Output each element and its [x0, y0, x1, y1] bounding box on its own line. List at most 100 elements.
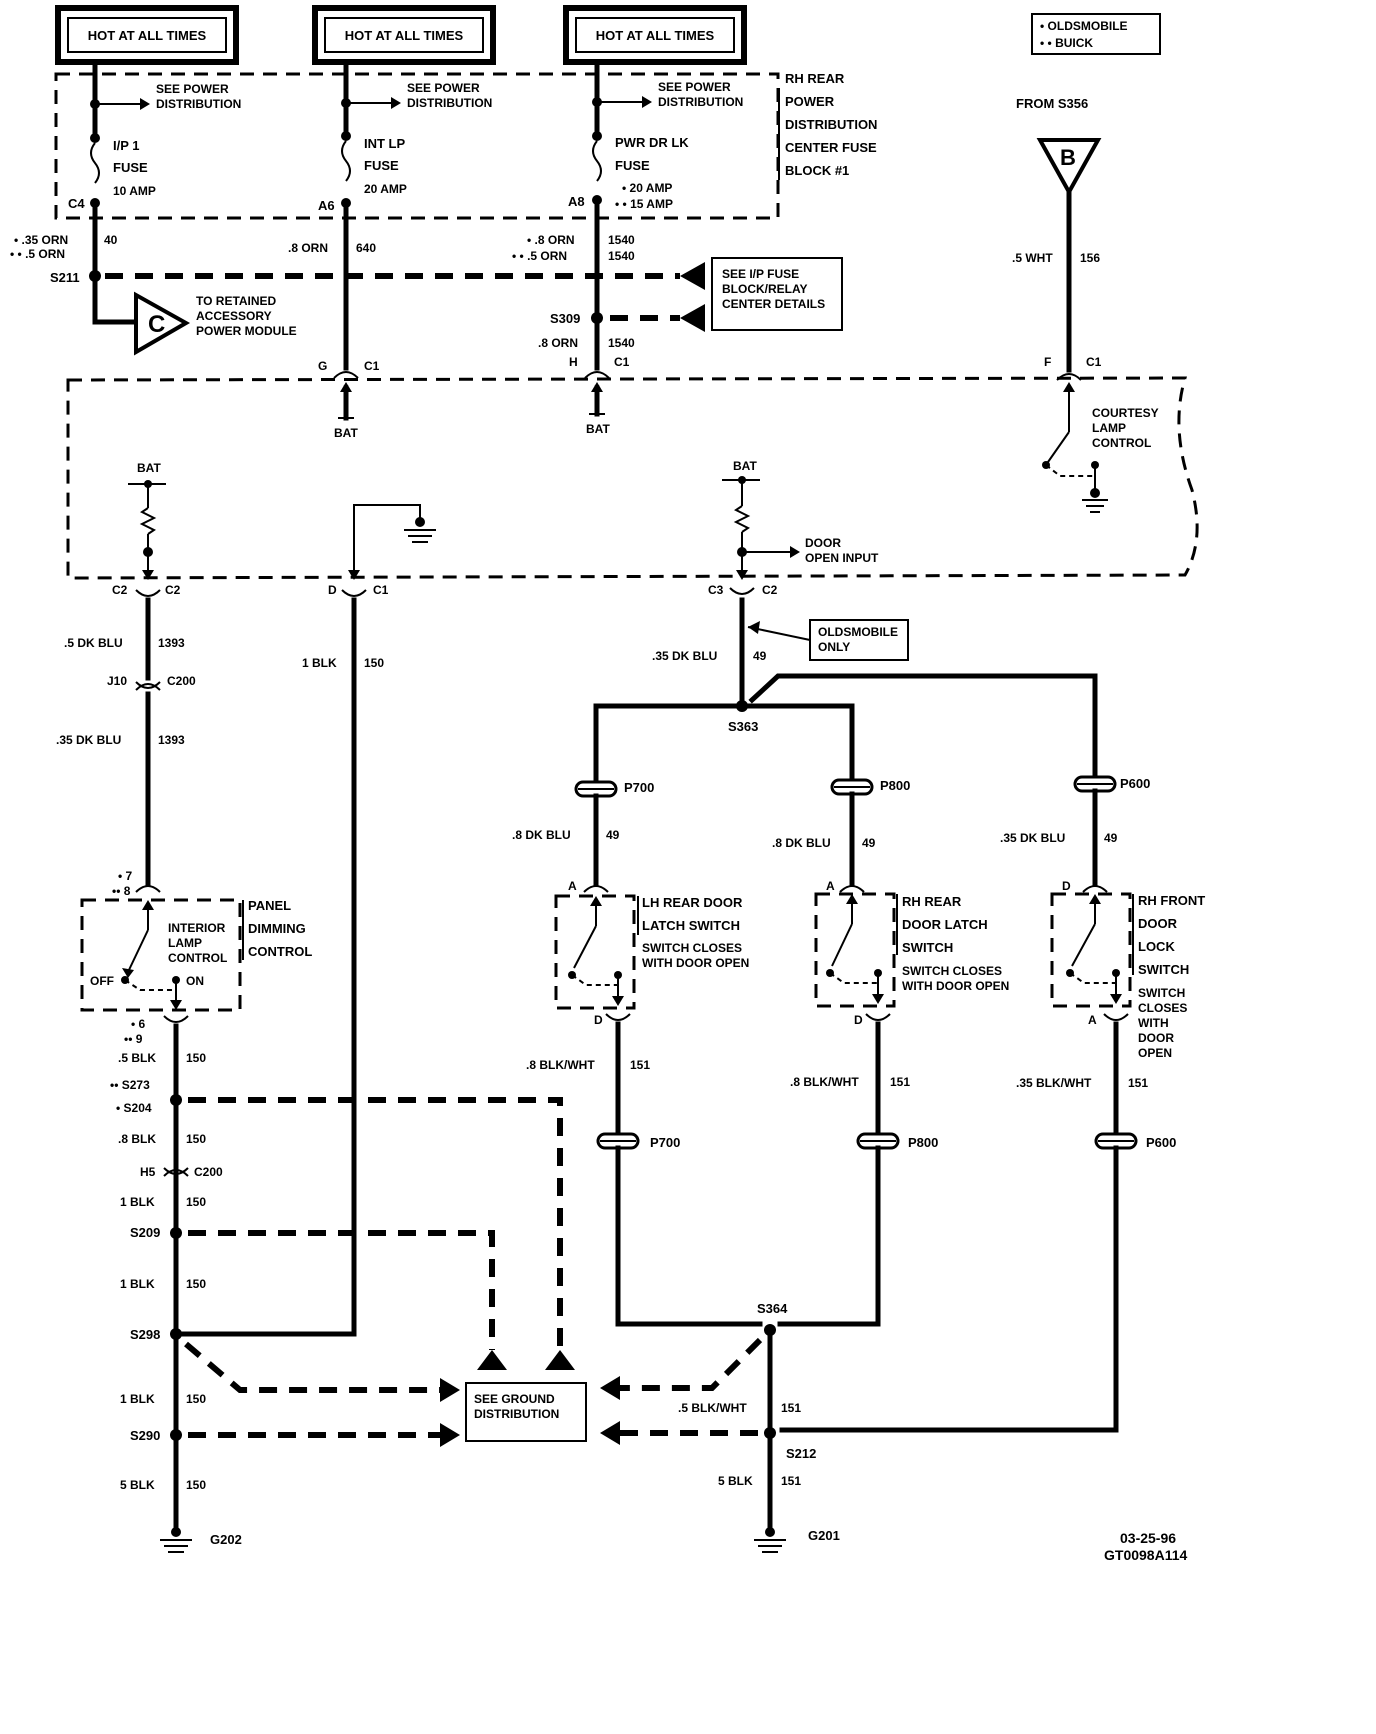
circuit-number: 151	[630, 1058, 650, 1072]
svg-text:POWER MODULE: POWER MODULE	[196, 324, 297, 338]
inline-p700-top: P700	[574, 780, 654, 798]
svg-text:INT LP: INT LP	[364, 136, 405, 151]
svg-text:ACCESSORY: ACCESSORY	[196, 309, 272, 323]
bat-resistor-right: BAT DOOR OPEN INPUT	[722, 459, 879, 580]
wire-label: 5 BLK	[120, 1478, 155, 1492]
pin-label: •• 9	[124, 1032, 143, 1046]
svg-text:P600: P600	[1120, 776, 1150, 791]
svg-text:A: A	[568, 879, 577, 893]
svg-text:D: D	[1062, 879, 1071, 893]
svg-text:DOOR: DOOR	[1138, 1031, 1174, 1045]
svg-text:DISTRIBUTION: DISTRIBUTION	[474, 1407, 559, 1421]
svg-text:C1: C1	[373, 583, 389, 597]
fuse-int-lp: SEE POWER DISTRIBUTION INT LP FUSE 20 AM…	[318, 59, 492, 213]
svg-text:COURTESY: COURTESY	[1092, 406, 1159, 420]
circuit-number: 49	[862, 836, 876, 850]
splice-label: • S204	[116, 1101, 152, 1115]
svg-text:OPEN: OPEN	[1138, 1046, 1172, 1060]
fuse-block-label: RH REAR POWER DISTRIBUTION CENTER FUSE B…	[778, 71, 877, 180]
svg-text:SEE POWER: SEE POWER	[156, 82, 229, 96]
connector-h5-c200: H5 C200	[140, 1165, 223, 1179]
svg-text:BAT: BAT	[334, 426, 358, 440]
svg-text:J10: J10	[107, 674, 127, 688]
svg-text:C1: C1	[614, 355, 630, 369]
svg-text:C200: C200	[194, 1165, 223, 1179]
circuit-number: 151	[781, 1401, 801, 1415]
circuit-number: 49	[753, 649, 767, 663]
diagram-code: GT0098A114	[1104, 1547, 1187, 1563]
circuit-number: 150	[186, 1392, 206, 1406]
circuit-number: 1540	[608, 233, 635, 247]
inline-p700-bottom: P700	[596, 1132, 680, 1150]
interior-lamp-control: INTERIOR LAMP CONTROL OFF ON PANEL DIMMI…	[80, 898, 312, 1012]
pin-label: • 7	[118, 869, 133, 883]
circuit-number: 150	[364, 656, 384, 670]
internal-ground	[348, 504, 436, 580]
svg-text:C2: C2	[165, 583, 181, 597]
svg-text:DISTRIBUTION: DISTRIBUTION	[407, 96, 492, 110]
svg-text:D: D	[328, 583, 337, 597]
wire-label: • .8 ORN	[527, 233, 575, 247]
wire-label: .5 BLK	[118, 1051, 156, 1065]
circuit-number: 640	[356, 241, 376, 255]
connector-b-triangle: B	[1036, 138, 1102, 197]
ground-g201: G201	[754, 1527, 840, 1553]
splice-label: S298	[130, 1327, 160, 1342]
pin-label: •• 8	[112, 884, 131, 898]
splice-label: •• S273	[110, 1078, 150, 1092]
wire-label: .8 BLK/WHT	[526, 1058, 595, 1072]
wire-150-d	[173, 597, 357, 1337]
splice-s290	[170, 1429, 182, 1441]
wire-label: • • .5 ORN	[10, 247, 65, 261]
ground-g202: G202	[160, 1527, 242, 1553]
svg-text:P800: P800	[880, 778, 910, 793]
circuit-number: 150	[186, 1051, 206, 1065]
svg-text:I/P 1: I/P 1	[113, 138, 140, 153]
svg-text:RH REAR: RH REAR	[902, 894, 962, 909]
svg-text:C4: C4	[68, 196, 85, 211]
wire-label: .35 DK BLU	[56, 733, 121, 747]
svg-text:LOCK: LOCK	[1138, 939, 1175, 954]
svg-text:20 AMP: 20 AMP	[364, 182, 407, 196]
wire-label: .35 BLK/WHT	[1016, 1076, 1092, 1090]
circuit-number: 40	[104, 233, 118, 247]
svg-text:BLOCK #1: BLOCK #1	[785, 163, 849, 178]
pin-label: • 6	[131, 1017, 146, 1031]
svg-text:RH REAR: RH REAR	[785, 71, 845, 86]
connector-f-c1: F C1 COURTESY LAMP CONTROL	[1042, 355, 1159, 513]
circuit-number: 156	[1080, 251, 1100, 265]
svg-text:C: C	[148, 311, 165, 338]
rh-rear-door-latch-switch: A RH REAR DOOR LATCH SWITCH SWITCH CLOSE…	[814, 879, 1009, 1027]
svg-text:H5: H5	[140, 1165, 156, 1179]
circuit-number: 150	[186, 1277, 206, 1291]
splice-s209	[170, 1227, 182, 1239]
svg-text:CENTER DETAILS: CENTER DETAILS	[722, 297, 825, 311]
svg-text:PANEL: PANEL	[248, 898, 291, 913]
see-ground-distribution-box: SEE GROUND DISTRIBUTION	[465, 1382, 587, 1442]
splice-label: S211	[50, 270, 80, 285]
svg-text:SWITCH: SWITCH	[1138, 962, 1189, 977]
svg-text:SEE POWER: SEE POWER	[658, 80, 731, 94]
svg-text:PWR DR LK: PWR DR LK	[615, 135, 689, 150]
svg-text:P800: P800	[908, 1135, 938, 1150]
svg-text:G202: G202	[210, 1532, 242, 1547]
svg-text:• • 15 AMP: • • 15 AMP	[615, 197, 673, 211]
wire-151-rh-rear	[777, 1145, 881, 1327]
wire-label: 1 BLK	[120, 1392, 155, 1406]
circuit-number: 150	[186, 1195, 206, 1209]
wire-label: 1 BLK	[120, 1277, 155, 1291]
inline-p800-bottom: P800	[856, 1132, 938, 1150]
svg-text:CENTER FUSE: CENTER FUSE	[785, 140, 877, 155]
fuse-pwr-dr-lk: SEE POWER DISTRIBUTION PWR DR LK FUSE • …	[568, 59, 743, 211]
connector-c3-c2: C3 C2	[708, 583, 778, 597]
svg-text:D: D	[594, 1013, 603, 1027]
svg-text:BAT: BAT	[137, 461, 161, 475]
circuit-number: 151	[1128, 1076, 1148, 1090]
bat-resistor-left: BAT	[128, 461, 166, 580]
fuse-ip1: SEE POWER DISTRIBUTION I/P 1 FUSE 10 AMP…	[68, 59, 241, 278]
circuit-number: 151	[781, 1474, 801, 1488]
wire-151-rh-front	[779, 1145, 1119, 1433]
oldsmobile-only-box: OLDSMOBILE ONLY	[809, 619, 909, 661]
lh-rear-door-latch-switch: A LH REAR DOOR LATCH SWITCH SWITCH CLOSE…	[554, 879, 749, 1027]
svg-text:DOOR: DOOR	[805, 536, 841, 550]
